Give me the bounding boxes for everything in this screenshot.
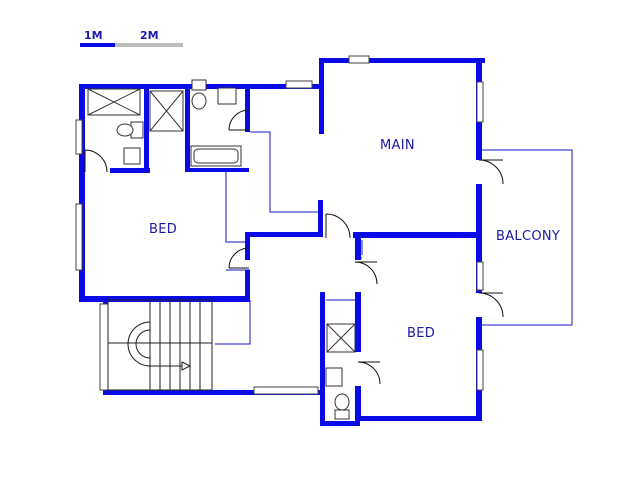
scale-label-1m: 1M (84, 29, 103, 42)
scale-bar (80, 43, 183, 47)
bathroom-fixtures (87, 79, 356, 420)
room-label-main: MAIN (380, 138, 415, 153)
scale-label-2m: 2M (140, 29, 159, 42)
room-label-balcony: BALCONY (496, 229, 561, 244)
door-swings (84, 109, 504, 385)
balcony-outline (481, 149, 573, 326)
room-label-bed-right: BED (407, 326, 436, 341)
room-label-bed-left: BED (149, 222, 178, 237)
staircase (107, 299, 213, 391)
